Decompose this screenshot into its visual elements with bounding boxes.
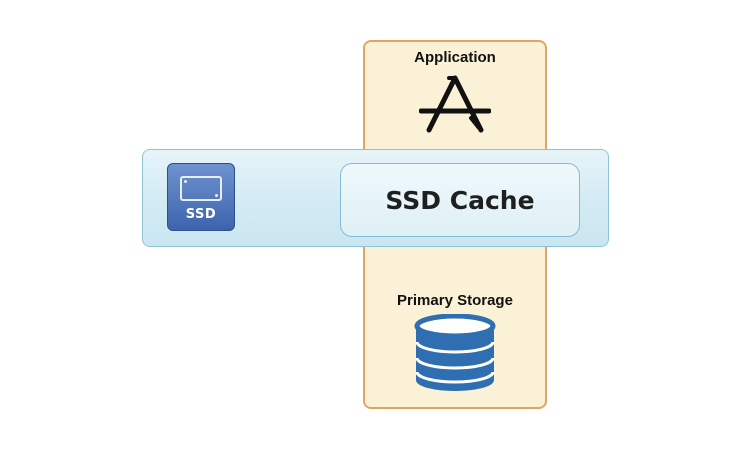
ssd-cache-box: SSD Cache [340,163,580,237]
ssd-drive-icon: SSD [167,163,235,231]
ssd-cache-label: SSD Cache [385,185,535,215]
application-label: Application [414,49,496,66]
ssd-chip-outline [180,176,222,201]
database-icon [414,314,496,391]
ssd-label: SSD [185,207,217,222]
app-store-icon [419,75,491,133]
primary-storage-label: Primary Storage [397,292,513,309]
